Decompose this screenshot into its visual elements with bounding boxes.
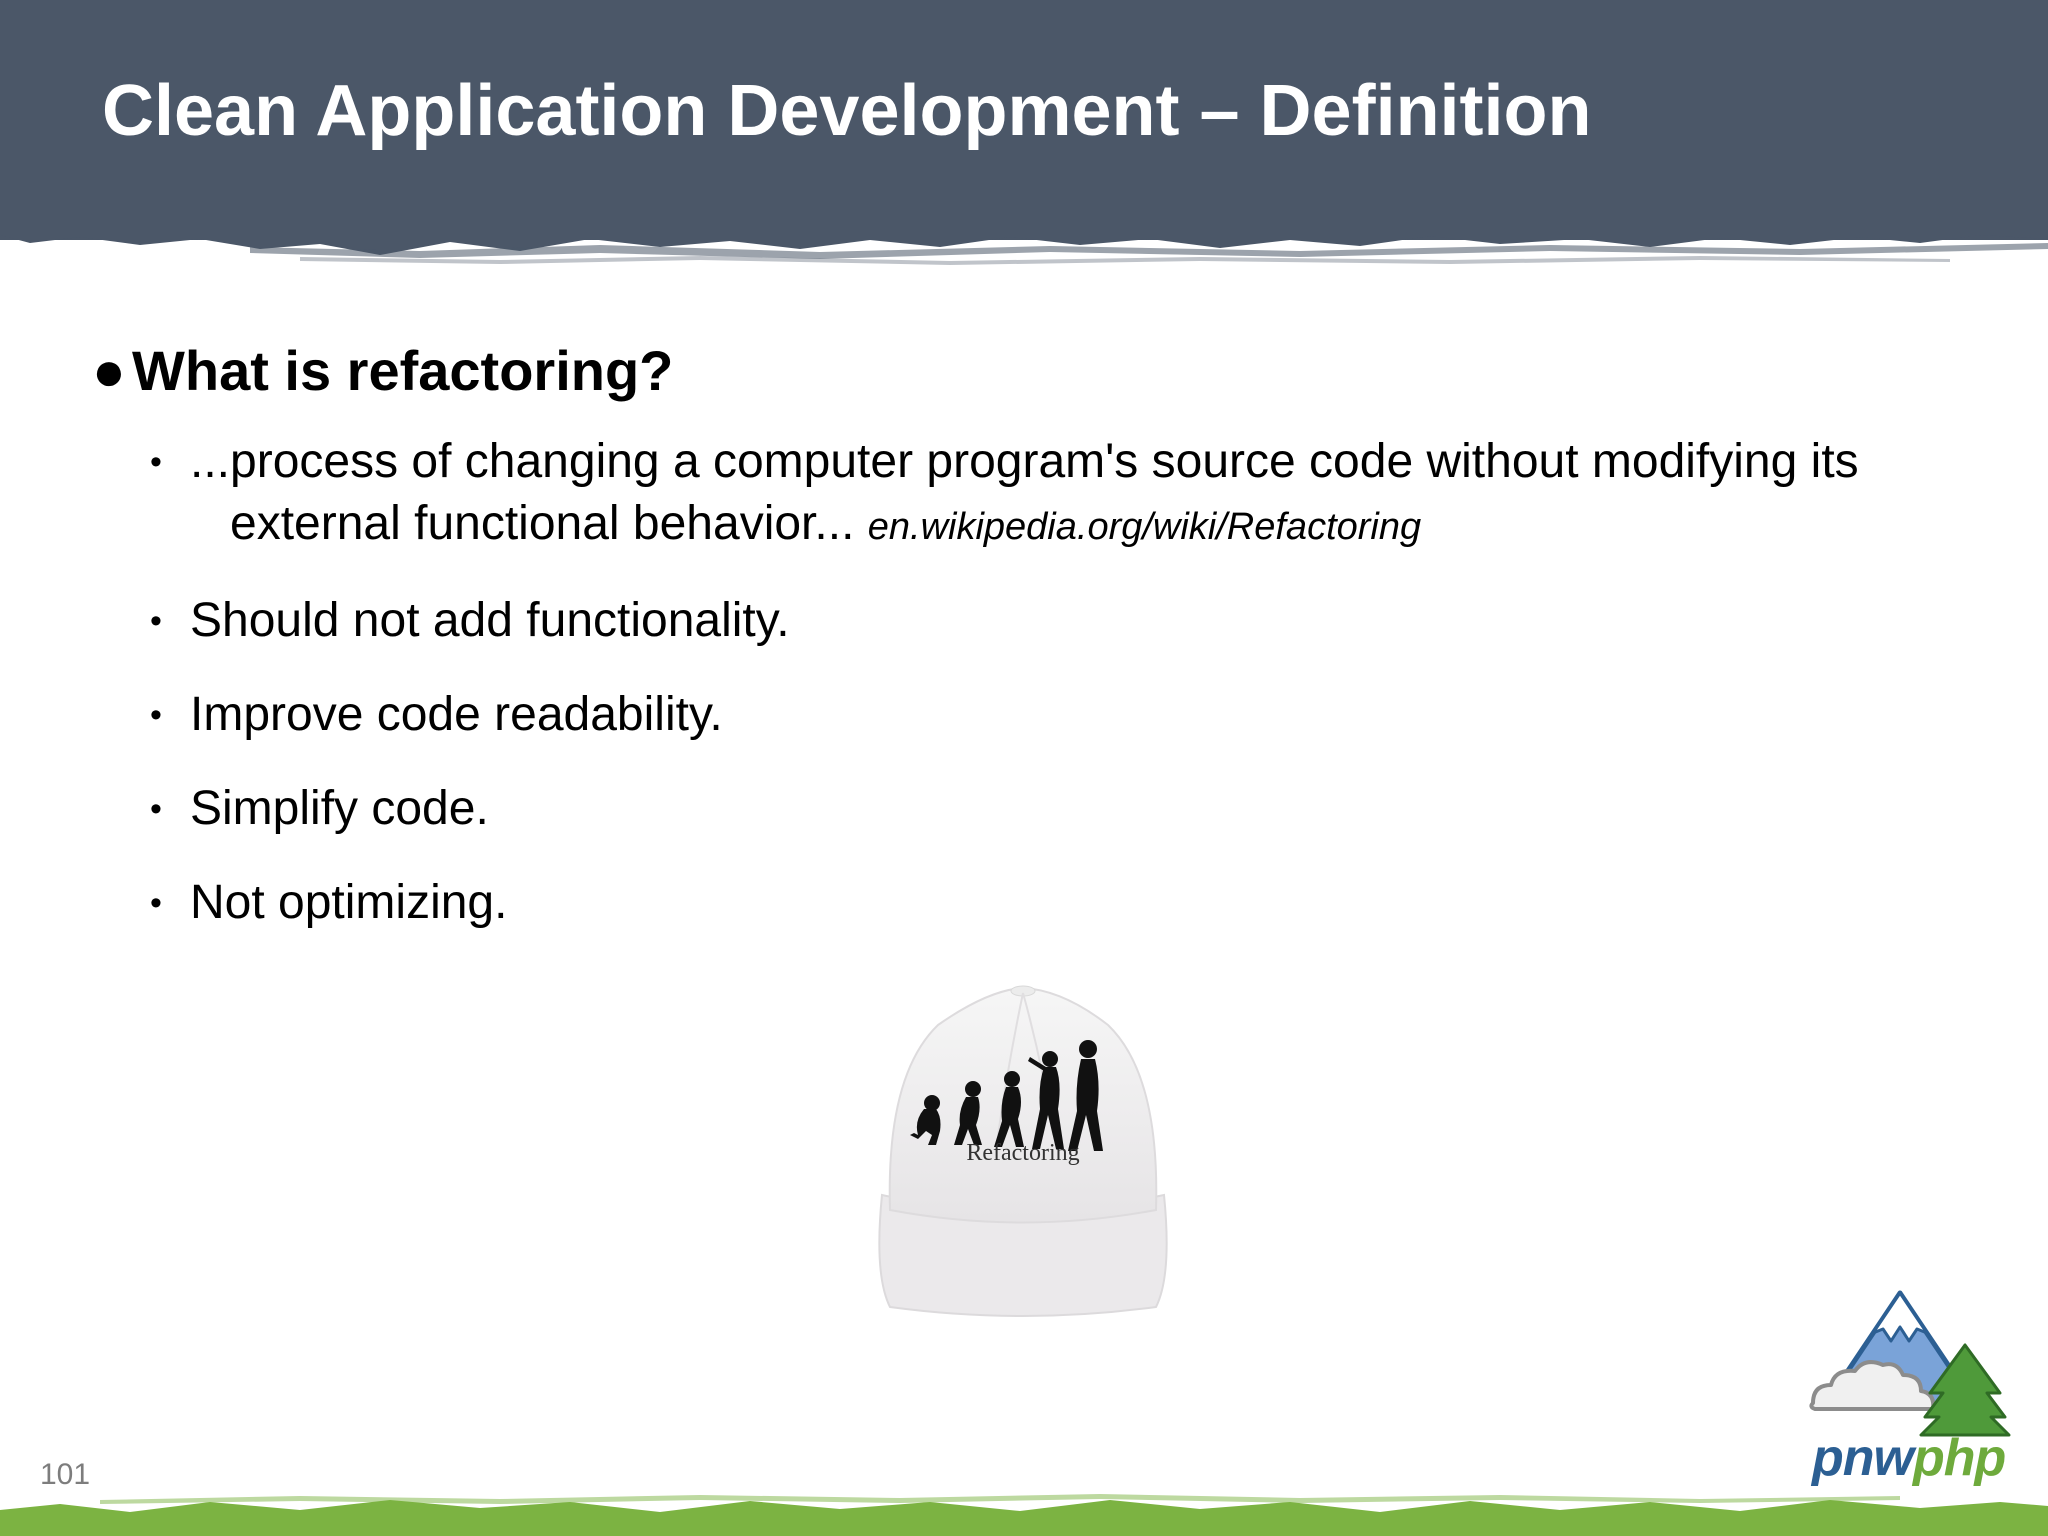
citation-link: en.wikipedia.org/wiki/Refactoring: [867, 506, 1422, 548]
page-number: 101: [40, 1458, 91, 1491]
sub-bullet-item: • Simplify code.: [146, 778, 1992, 840]
refactoring-cap-image: Refactoring: [878, 985, 1168, 1317]
sub-bullet-text-line1: ...process of changing a computer progra…: [190, 435, 1859, 488]
sub-bullet-text: Not optimizing.: [190, 876, 508, 929]
bullet-dot-icon: •: [150, 790, 162, 828]
bullet-dot-icon: •: [150, 884, 162, 922]
bullet-dot-icon: •: [150, 443, 162, 481]
bullet-dot-icon: •: [150, 696, 162, 734]
sub-bullet-text: Improve code readability.: [190, 688, 723, 741]
bullet-list: ● What is refactoring? • ...process of c…: [92, 335, 1992, 966]
cap-caption: Refactoring: [966, 1140, 1079, 1166]
sub-bullet-item: • Improve code readability.: [146, 684, 1992, 746]
footer-brush-band: [0, 1494, 2048, 1536]
bullet-text: What is refactoring?: [132, 339, 674, 402]
sub-bullet-text-line2: external functional behavior...: [230, 497, 855, 550]
bullet-item-main: ● What is refactoring?: [92, 335, 1992, 407]
slide-title: Clean Application Development – Definiti…: [102, 71, 1592, 151]
pnwphp-logo-icon: [1809, 1290, 2011, 1437]
header-brush-edge: [0, 225, 2048, 265]
sub-bullet-list: • ...process of changing a computer prog…: [146, 431, 1992, 934]
evolution-silhouettes-icon: [910, 1040, 1103, 1151]
sub-bullet-text: Simplify code.: [190, 782, 489, 835]
pnwphp-logo-text: pnwphp: [1812, 1429, 2006, 1487]
sub-bullet-item: • Should not add functionality.: [146, 590, 1992, 652]
sub-bullet-item: • ...process of changing a computer prog…: [146, 431, 1992, 558]
header-band: [0, 0, 2048, 240]
sub-bullet-item: • Not optimizing.: [146, 872, 1992, 934]
bullet-dot-icon: ●: [92, 339, 126, 402]
bullet-dot-icon: •: [150, 602, 162, 640]
sub-bullet-text: Should not add functionality.: [190, 594, 790, 647]
